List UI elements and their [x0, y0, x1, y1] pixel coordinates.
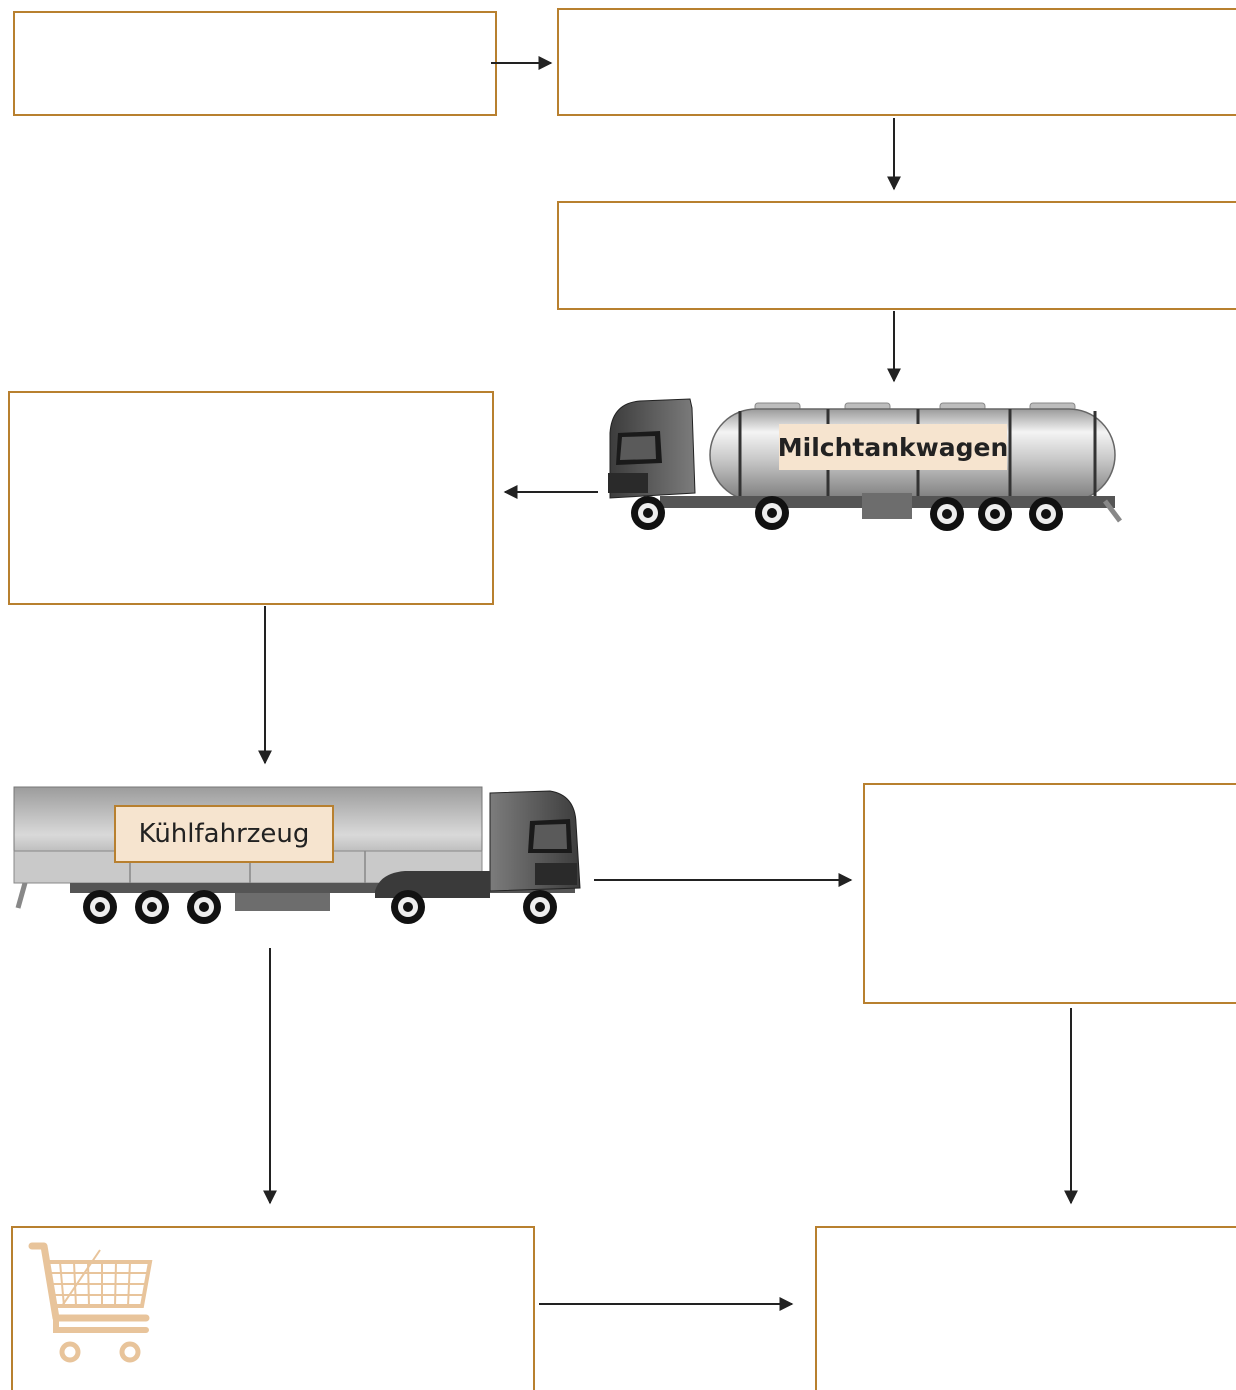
shopping-cart-icon — [28, 1242, 153, 1363]
flow-box-2 — [557, 8, 1236, 116]
flow-box-1 — [13, 11, 497, 116]
refrigerated-truck-icon — [13, 786, 581, 924]
tanker-label: Milchtankwagen — [778, 424, 1008, 470]
flow-box-5 — [863, 783, 1236, 1004]
flow-box-7 — [815, 1226, 1236, 1390]
flow-box-4 — [8, 391, 494, 605]
flow-box-3 — [557, 201, 1236, 310]
reefer-label: Kühlfahrzeug — [114, 805, 334, 863]
